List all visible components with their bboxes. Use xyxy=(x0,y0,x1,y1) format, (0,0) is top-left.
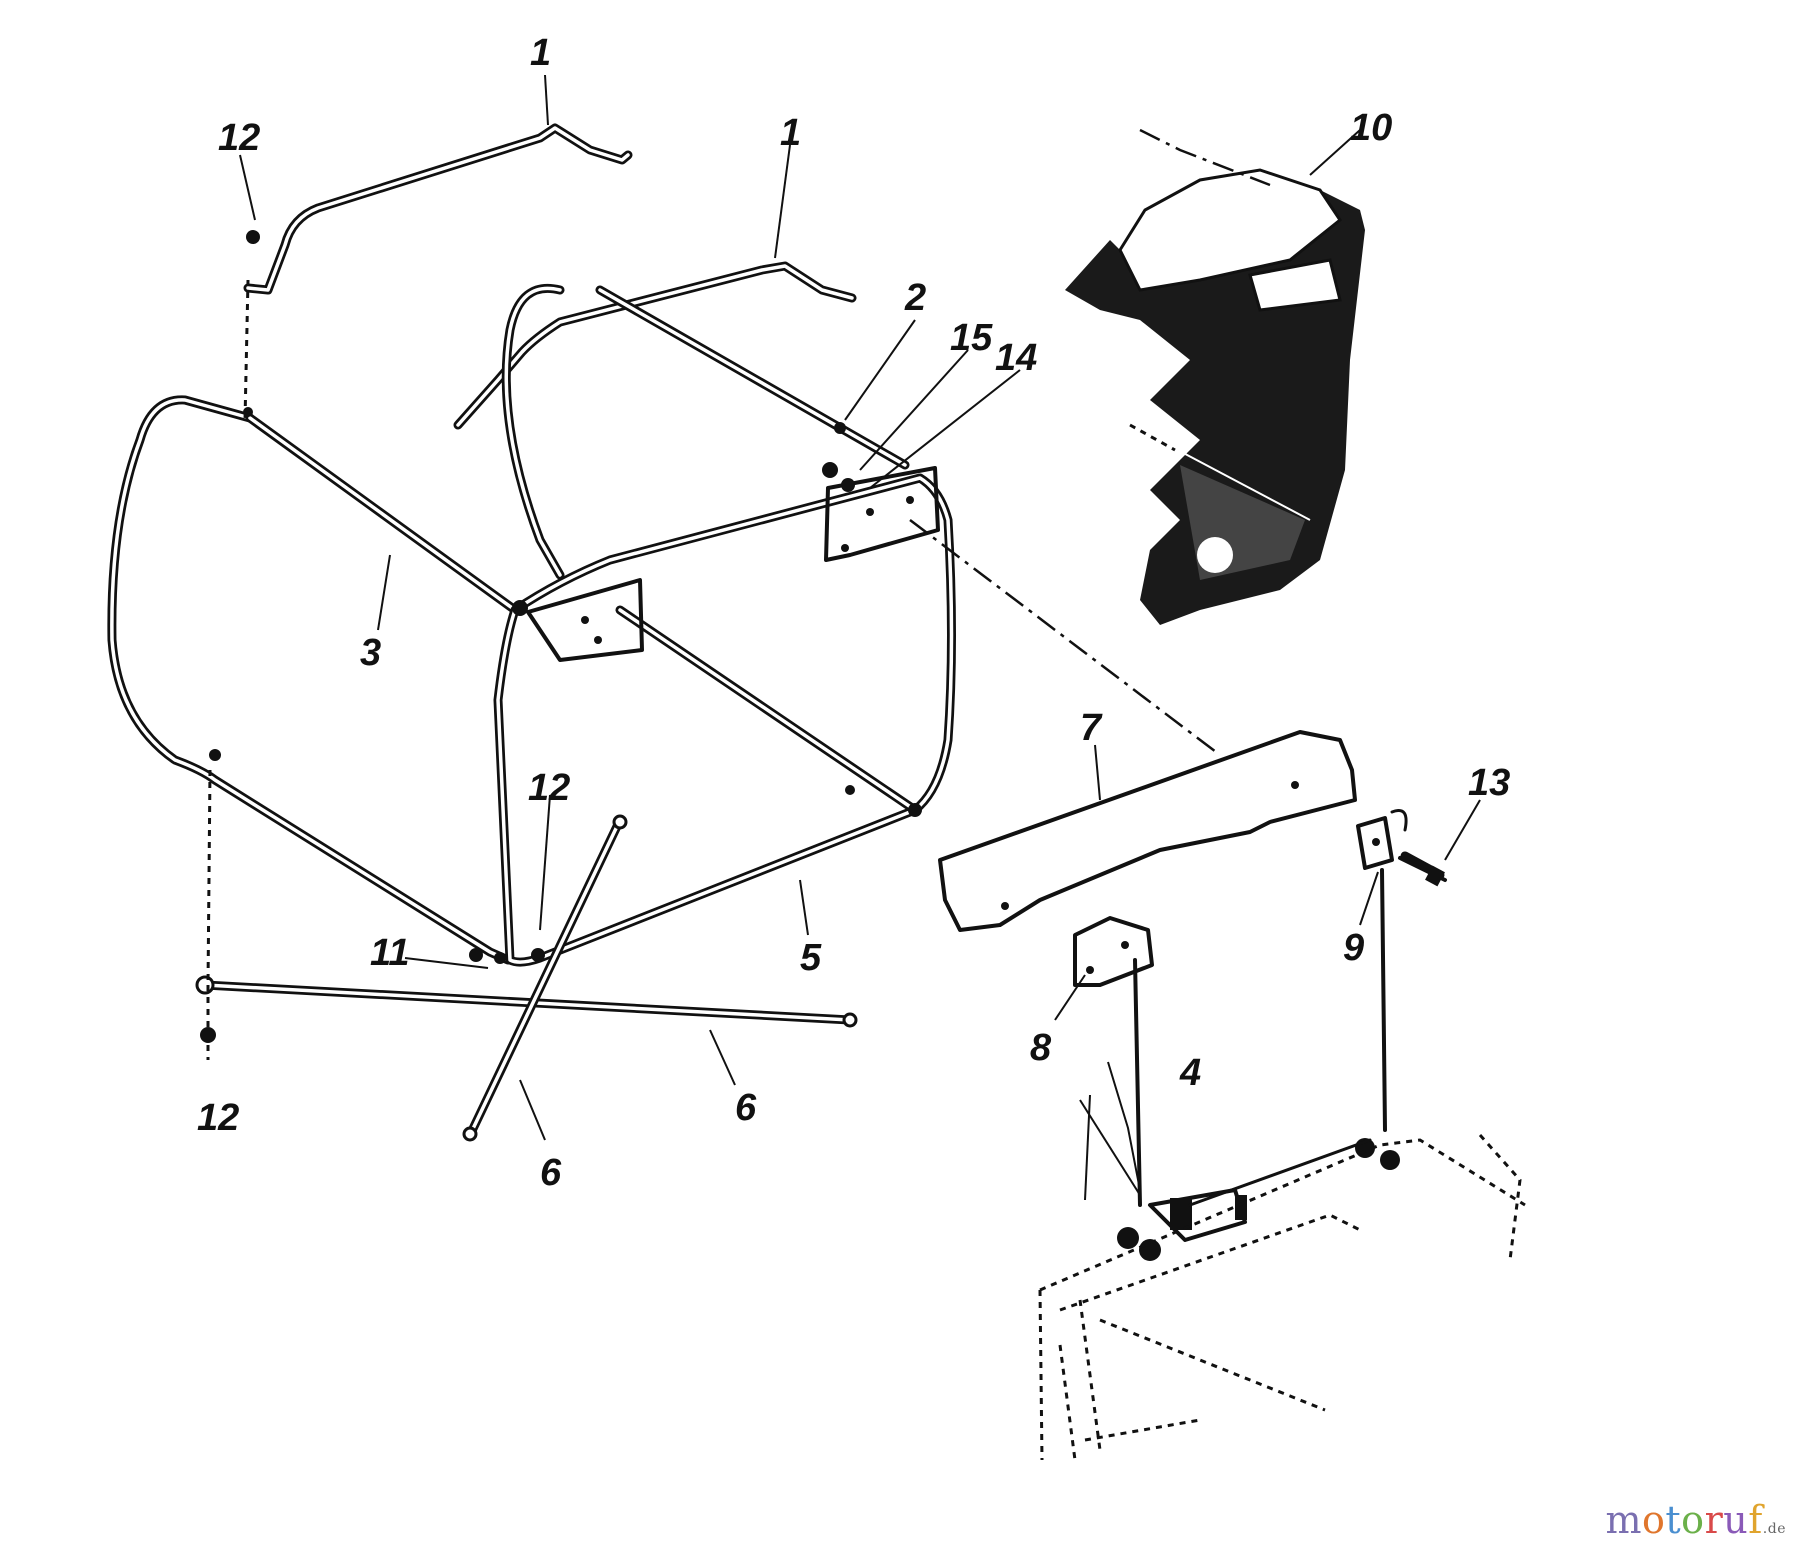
bracket-part-8 xyxy=(1073,916,1154,987)
strut-part-6-diagonal xyxy=(462,814,628,1142)
rod-to-part-4-left xyxy=(1133,958,1142,1207)
callout-9: 9 xyxy=(1343,927,1364,969)
site-watermark-logo: motoruf.de xyxy=(1605,1498,1786,1542)
watermark-letter: m xyxy=(1605,1498,1642,1542)
callout-8: 8 xyxy=(1030,1027,1052,1069)
leader-lines xyxy=(239,74,1481,1201)
watermark-letter: u xyxy=(1723,1498,1749,1542)
support-bar-part-7 xyxy=(938,730,1357,932)
watermark-letter: r xyxy=(1704,1498,1724,1542)
mower-deck-outline xyxy=(1038,1134,1526,1461)
bolt-part-13 xyxy=(1398,851,1447,887)
callout-5: 5 xyxy=(800,937,822,979)
callout-10: 10 xyxy=(1350,107,1392,149)
fastener-marks xyxy=(200,230,922,1060)
rod-to-part-4-right xyxy=(1380,868,1387,1132)
callout-1-left: 1 xyxy=(530,32,551,74)
callout-15: 15 xyxy=(950,317,993,359)
callout-12-top: 12 xyxy=(218,117,260,159)
callout-1-right: 1 xyxy=(780,112,801,154)
callout-14: 14 xyxy=(995,337,1037,379)
callout-12-bottom: 12 xyxy=(197,1097,239,1139)
clip-part-9 xyxy=(1356,809,1408,870)
callout-12-middle: 12 xyxy=(528,767,570,809)
hinge-part-4 xyxy=(1117,1138,1400,1261)
watermark-letter: o xyxy=(1642,1498,1666,1542)
watermark-suffix: .de xyxy=(1762,1521,1786,1537)
callout-numbers: 1 1 2 3 4 5 6 6 7 8 9 10 11 12 12 12 13 … xyxy=(197,32,1510,1194)
watermark-letter: o xyxy=(1681,1498,1705,1542)
callout-3: 3 xyxy=(360,632,381,674)
callout-13: 13 xyxy=(1468,762,1510,804)
watermark-letter: t xyxy=(1665,1498,1682,1542)
callout-6-left: 6 xyxy=(540,1152,562,1194)
bracket-part-1-right xyxy=(453,261,857,430)
callout-7: 7 xyxy=(1080,707,1103,749)
callout-6-right: 6 xyxy=(735,1087,757,1129)
frame-part-5 xyxy=(493,283,956,967)
alignment-line xyxy=(909,519,1221,756)
callout-2: 2 xyxy=(904,277,926,319)
watermark-letter: f xyxy=(1748,1498,1763,1542)
callout-4: 4 xyxy=(1179,1052,1201,1094)
bracket-part-1-left xyxy=(243,123,633,295)
frame-part-3 xyxy=(107,395,520,965)
callout-11: 11 xyxy=(370,932,409,974)
grass-bag-part-10 xyxy=(1065,128,1365,625)
